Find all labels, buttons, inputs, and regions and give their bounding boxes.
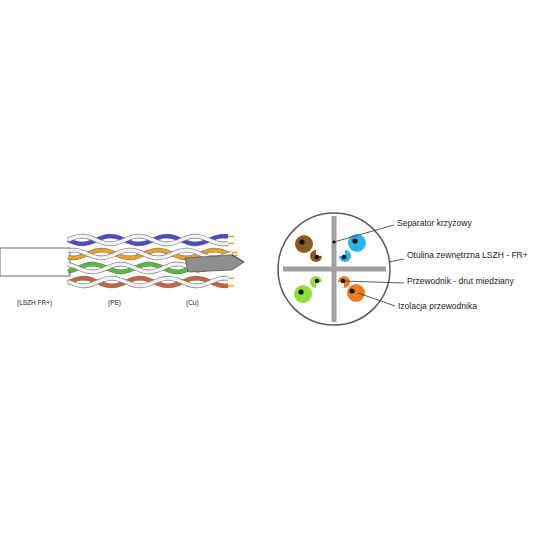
callout-label: Przewodnik - drut miedziany	[407, 277, 514, 287]
strand-outline	[68, 278, 228, 286]
material-label: (PE)	[108, 299, 121, 306]
copper-tip	[232, 252, 238, 254]
cross-separator	[332, 216, 337, 322]
copper-tip	[228, 277, 234, 279]
strand	[68, 278, 228, 286]
leader-lines	[334, 225, 404, 306]
conductor-insulation	[339, 250, 351, 262]
strand-outline	[68, 236, 228, 244]
outer-sheath	[278, 213, 390, 325]
strand	[68, 264, 200, 272]
conductor-insulation	[310, 250, 322, 262]
strand-outline	[68, 264, 200, 272]
copper-tip	[228, 236, 234, 238]
conductor-insulation	[338, 276, 350, 288]
conductor-insulation	[295, 235, 313, 253]
strand	[68, 236, 228, 244]
strand	[68, 264, 200, 272]
conductor-insulation	[310, 276, 322, 288]
conductor-insulation	[347, 284, 365, 302]
material-label: (Cu)	[186, 299, 199, 306]
strand-outline	[68, 278, 228, 286]
strand-outline	[68, 264, 200, 272]
copper-tip	[228, 243, 234, 245]
copper-cores	[298, 238, 357, 294]
cable-jacket	[0, 248, 70, 276]
strand-outline	[68, 236, 228, 244]
copper-tip	[228, 285, 234, 287]
leader-dots	[332, 240, 335, 243]
strand	[68, 278, 228, 286]
separator-edge	[232, 255, 244, 262]
conductor-insulation	[348, 234, 366, 252]
separator-tail	[185, 255, 244, 272]
callout-label: Izolacja przewodnika	[398, 302, 477, 312]
callout-label: Otulina zewnętrzna LSZH - FR+	[407, 251, 528, 261]
conductor-insulation	[294, 285, 312, 303]
callout-label: Separator krzyżowy	[397, 219, 472, 229]
strand	[68, 236, 228, 244]
material-label: (LSZH FR+)	[17, 299, 52, 306]
